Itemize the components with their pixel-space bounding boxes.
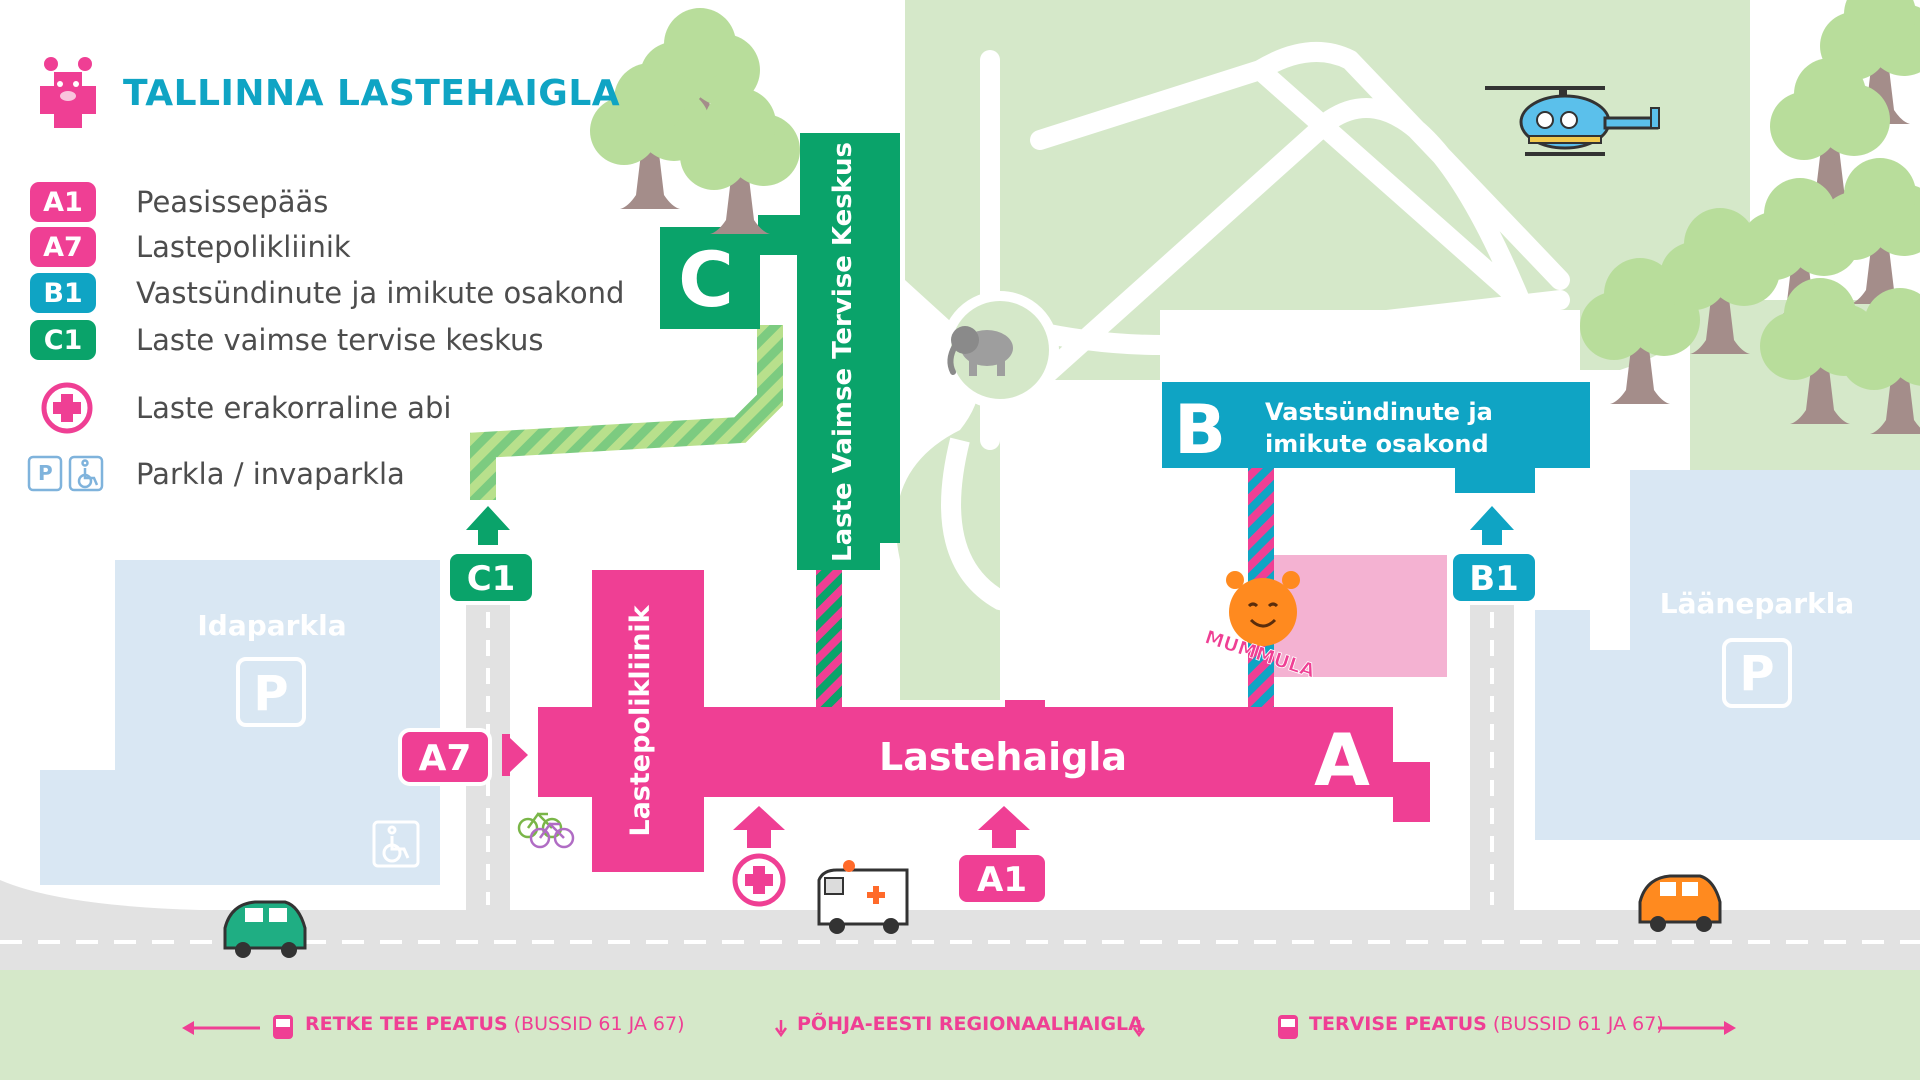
building-a-name: Lastehaigla (879, 735, 1127, 779)
wheelchair-icon (382, 825, 410, 863)
building-a (538, 707, 1430, 822)
green-car-icon (223, 900, 307, 958)
legend-badge-a1: A1 (30, 182, 96, 222)
mummula-icon (1226, 571, 1300, 646)
badge-a7 (398, 728, 492, 786)
legend-item-a1: A1 Peasissepääs (30, 180, 328, 224)
legend-badge-a7: A7 (30, 227, 96, 267)
emergency-arrow-icon (733, 806, 785, 848)
b1-arrow-icon (1470, 506, 1514, 545)
building-c (760, 133, 900, 570)
building-b-letter: B (1174, 391, 1226, 470)
west-p-sign (1722, 638, 1792, 708)
footer-left-stop-name: RETKE TEE PEATUS (305, 1013, 508, 1035)
main-road (0, 880, 1920, 970)
building-a-letter: A (1314, 718, 1370, 802)
legend-label-parking: Parkla / invaparkla (136, 457, 405, 491)
east-p-sign (236, 657, 306, 727)
a1-arrow-icon (978, 806, 1030, 848)
footer-right-arrow (1658, 1021, 1736, 1035)
building-b-name-line1: Vastsündinute ja (1265, 398, 1493, 426)
legend-item-b1: B1 Vastsündinute ja imikute osakond (30, 271, 624, 315)
legend-label-a7: Lastepolikliinik (136, 230, 351, 264)
entrance-a7-label: A7 (419, 738, 472, 779)
badge-a1 (955, 851, 1049, 906)
building-c-letter: C (678, 235, 734, 324)
footer-center-down-arrow-left (774, 1020, 788, 1038)
footer-right-stop-buses: (BUSSID 61 JA 67) (1492, 1013, 1664, 1035)
c1-arrow-icon (466, 506, 510, 545)
a7-arrow-icon (502, 734, 528, 776)
footer-right-stop-name: TERVISE PEATUS (1309, 1013, 1487, 1035)
footer-left-stop-buses: (BUSSID 61 JA 67) (513, 1013, 685, 1035)
legend-label-b1: Vastsündinute ja imikute osakond (136, 276, 625, 310)
building-b-name-line2: imikute osakond (1265, 430, 1489, 458)
legend-label-a1: Peasissepääs (136, 185, 329, 219)
park-path-loop (941, 437, 1148, 615)
footer-center-label: PÕHJA-EESTI REGIONAALHAIGLA (797, 1013, 1143, 1035)
orange-car-icon (1638, 874, 1722, 932)
footer-center-down-arrow-right (1132, 1020, 1146, 1038)
grass-bottom (0, 960, 1920, 1080)
building-polyclinic (592, 570, 704, 872)
bicycle-icon (517, 812, 575, 849)
tree-cluster-top (590, 8, 800, 234)
entrance-c1-label: C1 (467, 559, 516, 599)
ambulance-icon (817, 860, 909, 934)
legend-label-c1: Laste vaimse tervise keskus (136, 323, 544, 357)
park-paths (980, 42, 1570, 450)
polyclinic-name: Lastepolikliinik (625, 604, 656, 836)
east-parking-label: Idaparkla (197, 609, 346, 642)
parking-icon (27, 455, 63, 492)
east-wheelchair-sign (372, 820, 420, 868)
west-parking-p: P (1739, 646, 1774, 702)
brand-title: TALLINNA LASTEHAIGLA (123, 73, 621, 114)
elephant-icon (947, 326, 1013, 376)
helicopter-icon (1485, 86, 1660, 156)
footer-right-bus-icon (1278, 1015, 1298, 1039)
park-area (800, 0, 1750, 700)
bear-head-cross-icon (40, 57, 96, 128)
footer-right-stop: TERVISE PEATUS (BUSSID 61 JA 67) (1309, 1013, 1664, 1035)
building-c-name: Laste Vaimse Tervise Keskus (828, 142, 858, 562)
legend-item-c1: C1 Laste vaimse tervise keskus (30, 318, 544, 362)
west-lot-strip (1535, 610, 1590, 840)
footer-left-bus-icon (273, 1015, 293, 1039)
footer-left-stop: RETKE TEE PEATUS (BUSSID 61 JA 67) (305, 1013, 685, 1035)
entrance-a1-label: A1 (977, 860, 1027, 900)
building-c-wing (660, 227, 760, 329)
legend-badge-c1: C1 (30, 320, 96, 360)
legend-item-a7: A7 Lastepolikliinik (30, 225, 351, 269)
badge-b1 (1449, 550, 1539, 605)
east-parking-p: P (253, 666, 288, 722)
entrance-b1-label: B1 (1469, 559, 1519, 599)
legend-parking-p: P (38, 461, 53, 485)
footer-center: PÕHJA-EESTI REGIONAALHAIGLA (797, 1013, 1143, 1035)
legend-label-emergency: Laste erakorraline abi (136, 391, 452, 425)
connector-c-a (816, 565, 842, 715)
legend-badge-b1: B1 (30, 273, 96, 313)
west-parking-lot (1575, 470, 1920, 840)
c1-walkway (470, 325, 783, 500)
building-b (1162, 382, 1590, 468)
west-parking-label: Lääneparkla (1660, 587, 1854, 620)
badge-c1 (446, 550, 536, 605)
footer-left-arrow (182, 1021, 260, 1035)
